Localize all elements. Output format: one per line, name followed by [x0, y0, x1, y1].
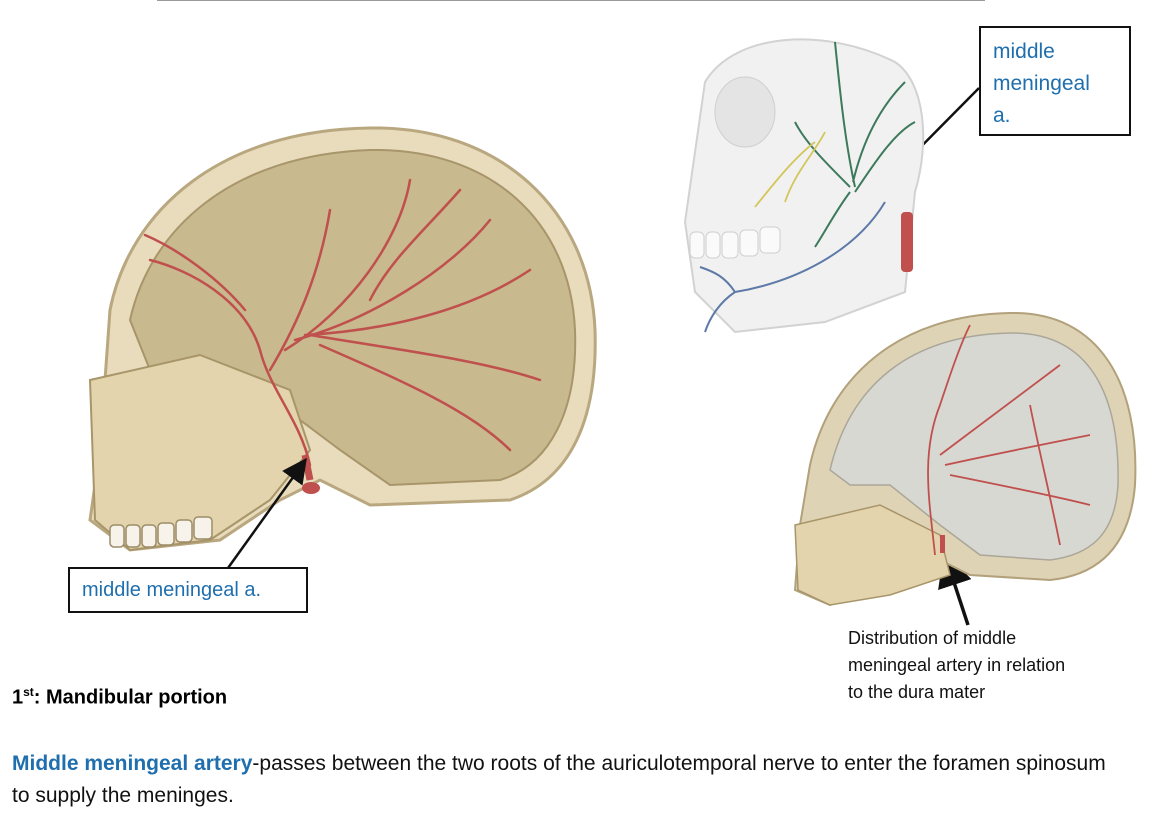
teeth — [109, 516, 213, 548]
heading-ordinal-suffix: st — [23, 685, 34, 699]
external-carotid-stump — [901, 212, 913, 272]
caption-line2: meningeal artery in relation — [848, 655, 1066, 675]
yellow-nerve-branches — [754, 131, 826, 208]
section-heading: 1st: Mandibular portion — [12, 685, 227, 710]
upper-teeth — [689, 226, 781, 259]
dura-mater-skull-illustration — [793, 311, 1137, 607]
skull-sagittal-illustration — [88, 126, 597, 552]
dura-mater-surface — [829, 332, 1119, 561]
description-paragraph: Middle meningeal artery-passes between t… — [12, 748, 1112, 812]
dura-caption: Distribution of middle meningeal artery … — [848, 625, 1138, 706]
facial-skeleton — [88, 353, 312, 552]
auriculotemporal-nerve-branches — [794, 41, 916, 248]
heading-number: 1 — [12, 686, 24, 709]
dura-facial-bones — [794, 504, 951, 606]
cranial-cavity — [128, 148, 577, 487]
caption-line1: Distribution of middle — [848, 628, 1017, 648]
description-text: -passes between the two roots of the aur… — [12, 752, 1106, 807]
lateral-skull-nerve-illustration — [683, 38, 925, 334]
inset-callout-label: middle meningeal a. — [979, 26, 1131, 136]
inset-callout-line1: middle — [993, 40, 1055, 63]
orbit — [714, 76, 776, 148]
inset-callout-line3: a. — [993, 104, 1011, 127]
dura-artery-stump — [940, 535, 945, 553]
dura-meningeal-branches — [927, 324, 1091, 556]
artery-term: Middle meningeal artery — [12, 752, 253, 775]
lateral-skull-outline — [683, 38, 925, 334]
middle-meningeal-artery-branches — [143, 178, 542, 467]
top-divider — [157, 0, 985, 1]
main-callout-text: middle meningeal a. — [82, 578, 261, 601]
inferior-alveolar-nerve — [699, 201, 886, 333]
inset-callout-line2: meningeal — [993, 72, 1090, 95]
dura-caption-arrow — [938, 551, 972, 626]
caption-line3: to the dura mater — [848, 682, 986, 702]
main-callout-arrow — [226, 457, 307, 569]
main-callout-label: middle meningeal a. — [68, 567, 308, 613]
heading-text: : Mandibular portion — [33, 686, 228, 709]
